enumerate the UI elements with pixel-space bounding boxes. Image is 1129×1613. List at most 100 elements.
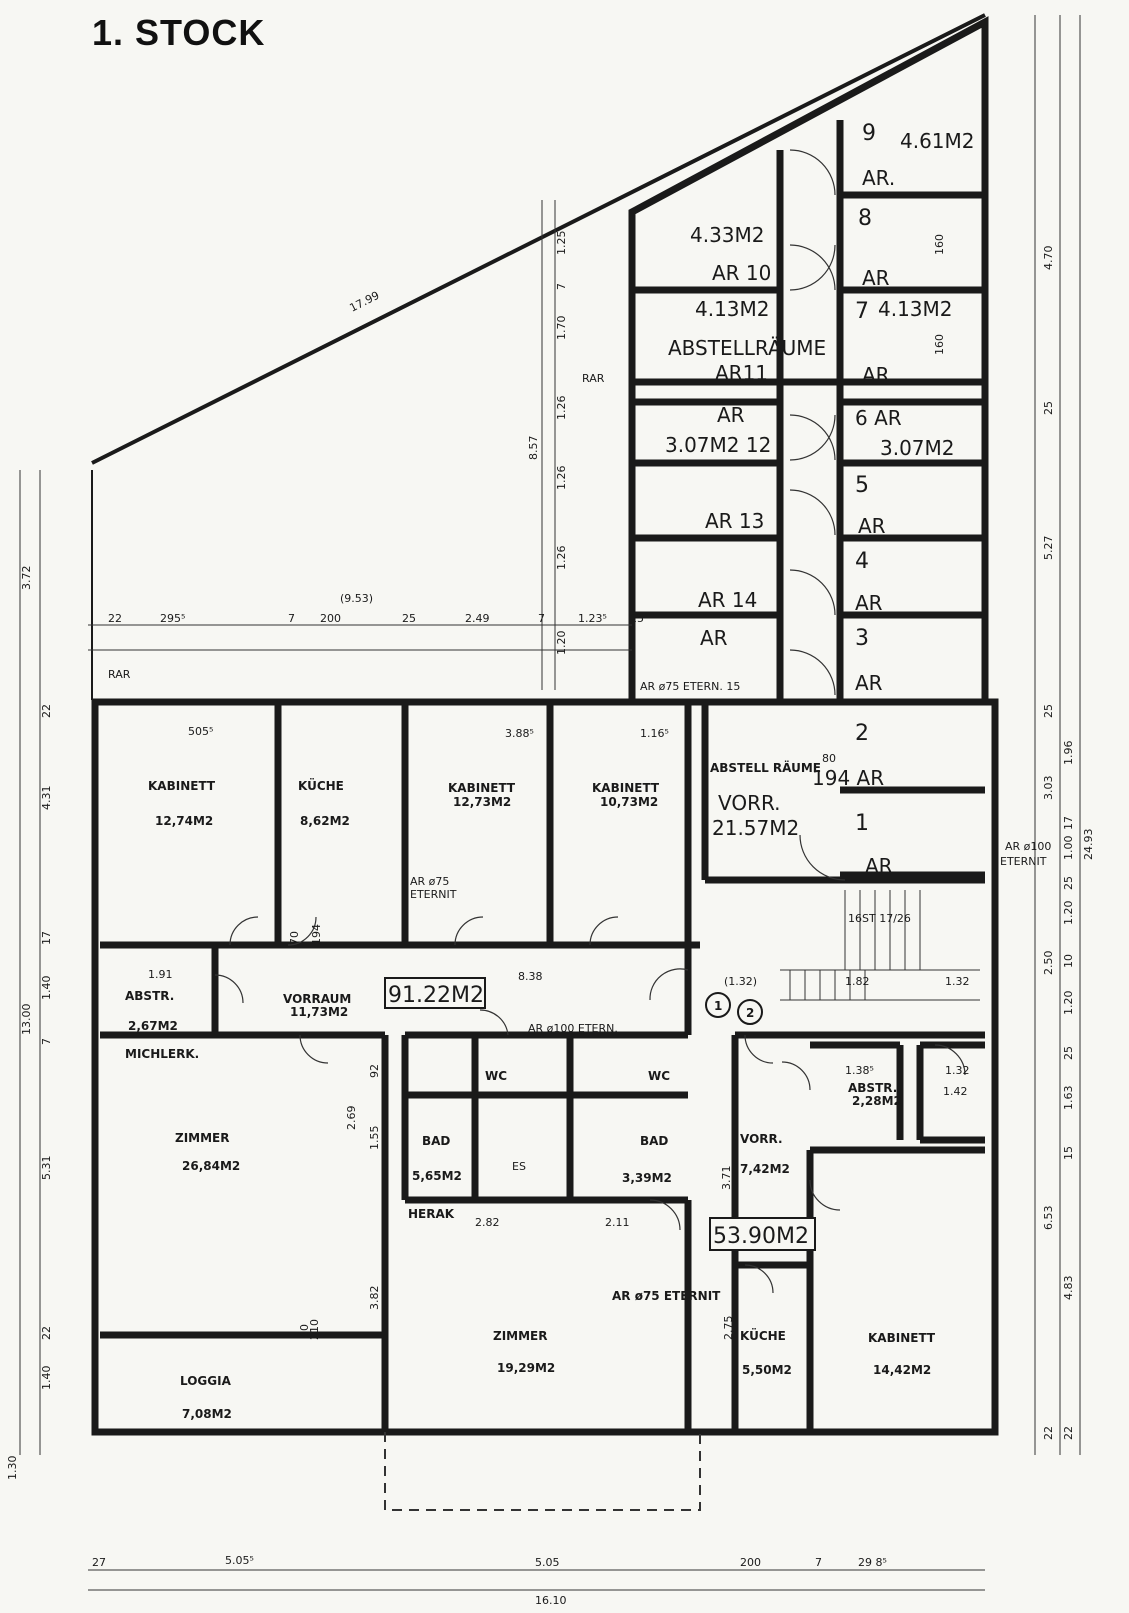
storage-7-area: 4.13M2 — [878, 297, 953, 321]
dim-col-2: 7 — [555, 283, 568, 290]
room-michlerk: MICHLERK. — [125, 1047, 199, 1061]
dim-inner-4: 1.91 — [148, 968, 173, 981]
dim-right-17: 6.53 — [1042, 1206, 1055, 1231]
dim-col-5: 8.57 — [527, 436, 540, 461]
staircase — [780, 890, 980, 1001]
dim-inner-14: 2.69 — [345, 1106, 358, 1131]
dim-inner-15: 3.82 — [368, 1286, 381, 1311]
room-zimmer-2-area: 19,29M2 — [497, 1361, 555, 1375]
dim-col-7: 1.26 — [555, 546, 568, 571]
storage-5-label: AR — [858, 514, 886, 538]
dim-right-total: 24.93 — [1082, 829, 1095, 861]
dim-left-2: 22 — [40, 704, 53, 718]
room-kabinett-3-area: 10,73M2 — [600, 795, 658, 809]
room-es: ES — [512, 1160, 526, 1173]
dim-top-total: (9.53) — [340, 592, 373, 605]
dim-right-2: 25 — [1042, 401, 1055, 415]
room-kabinett-2-area: 12,73M2 — [453, 795, 511, 809]
storage-5-number: 5 — [855, 473, 869, 498]
dim-right-5: 1.96 — [1062, 741, 1075, 766]
room-kabinett-1-area: 12,74M2 — [155, 814, 213, 828]
dim-bottom-3: 16.10 — [535, 1594, 567, 1607]
dim-right-13: 1.20 — [1062, 991, 1075, 1016]
dim-inner-19: 2.75 — [722, 1316, 735, 1341]
dim-right-19: 22 — [1042, 1426, 1055, 1440]
dim-right-11: 2.50 — [1042, 951, 1055, 976]
storage-6-area: 3.07M2 — [880, 436, 955, 460]
storage-10-area: 4.33M2 — [690, 223, 765, 247]
storage-1-number: 1 — [855, 811, 869, 836]
storage-8-label: AR — [862, 266, 890, 290]
dim-left-6: 7 — [40, 1038, 53, 1045]
storage-heading: ABSTELLRÄUME — [668, 336, 826, 360]
dim-inner-5: 8.38 — [518, 970, 543, 983]
storage-13-label: AR 13 — [705, 509, 764, 533]
dim-inner-2: 3.88⁵ — [505, 727, 534, 740]
storage-7-number: 7 — [855, 299, 869, 324]
stairs-label: 16ST 17/26 — [848, 912, 911, 925]
walls — [91, 13, 999, 1511]
plan-title: 1. STOCK — [92, 12, 266, 53]
dim-door-194: 194 — [310, 924, 323, 945]
door-swings — [214, 149, 966, 1294]
dim-inner-7: 1.82 — [845, 975, 870, 988]
room-bad-1: BAD — [422, 1134, 450, 1148]
dim-bottom-7: 27 — [92, 1556, 106, 1569]
pipe-ar100-eternit-3: ETERNIT — [1000, 855, 1047, 868]
room-kueche-2: KÜCHE — [740, 1328, 786, 1343]
storage-9-number: 9 — [862, 121, 876, 146]
dim-right-14: 25 — [1062, 1046, 1075, 1060]
dim-inner-3: 1.16⁵ — [640, 727, 669, 740]
room-vorr-2-area: 7,42M2 — [740, 1162, 790, 1176]
room-bad-2: BAD — [640, 1134, 668, 1148]
dim-right-8: 1.00 — [1062, 836, 1075, 861]
dim-storage-2: 160 — [933, 334, 946, 355]
dim-left-1: 3.72 — [20, 566, 33, 591]
meter-1: 1 — [714, 999, 722, 1013]
dim-bottom-4: 200 — [740, 1556, 761, 1569]
dim-inner-1: 505⁵ — [188, 725, 213, 738]
dim-left-4: 17 — [40, 931, 53, 945]
room-wc-2: WC — [648, 1069, 670, 1083]
dim-inner-8: 1.32 — [945, 975, 970, 988]
room-abstr-1-area: 2,67M2 — [128, 1019, 178, 1033]
storage-vorr-label: VORR. — [718, 791, 781, 815]
pipe-ar100-eternit-2: AR ø100 — [1005, 840, 1051, 853]
room-vorraum: VORRAUM — [283, 992, 351, 1006]
storage-2-label: 194 AR — [812, 766, 884, 790]
room-kabinett-4: KABINETT — [868, 1331, 936, 1345]
storage-9-label: AR. — [862, 166, 895, 190]
meter-2: 2 — [746, 1006, 754, 1020]
pipe-ar75-eternit-3: AR ø75 ETERNIT — [612, 1289, 721, 1303]
storage-11-area: 4.13M2 — [695, 297, 770, 321]
room-vorr-2: VORR. — [740, 1132, 783, 1146]
dimension-lines — [19, 15, 1081, 1591]
room-abstr-2-area: 2,28M2 — [852, 1094, 902, 1108]
storage-labels: 9 4.61M2 AR. 8 AR 4.33M2 AR 10 4.13M2 7 … — [640, 121, 975, 878]
storage-14-label: AR 14 — [698, 588, 757, 612]
room-loggia: LOGGIA — [180, 1374, 232, 1388]
dim-inner-9: 2.82 — [475, 1216, 500, 1229]
room-kabinett-2: KABINETT — [448, 781, 516, 795]
dim-bottom-6: 29 8⁵ — [858, 1556, 887, 1569]
dim-top-5: 25 — [402, 612, 416, 625]
room-bad-2-area: 3,39M2 — [622, 1171, 672, 1185]
dim-diagonal: 17.99 — [347, 289, 381, 315]
storage-4-number: 4 — [855, 549, 869, 574]
dim-right-1: 4.70 — [1042, 246, 1055, 271]
dim-right-3: 5.27 — [1042, 536, 1055, 561]
room-kabinett-4-area: 14,42M2 — [873, 1363, 931, 1377]
dim-left-9: 22 — [40, 1326, 53, 1340]
dim-storage-1: 160 — [933, 234, 946, 255]
dim-inner-6: (1.32) — [724, 975, 757, 988]
dim-top-1: 22 — [108, 612, 122, 625]
dim-top-4: 200 — [320, 612, 341, 625]
dim-left-8: 5.31 — [40, 1156, 53, 1181]
storage-3-label: AR — [855, 671, 883, 695]
dim-top-7: 7 — [538, 612, 545, 625]
room-zimmer-1-area: 26,84M2 — [182, 1159, 240, 1173]
dim-left-3: 4.31 — [40, 786, 53, 811]
dim-door-210: 210 — [308, 1319, 321, 1340]
room-kabinett-1: KABINETT — [148, 779, 216, 793]
storage-4-label: AR — [855, 591, 883, 615]
